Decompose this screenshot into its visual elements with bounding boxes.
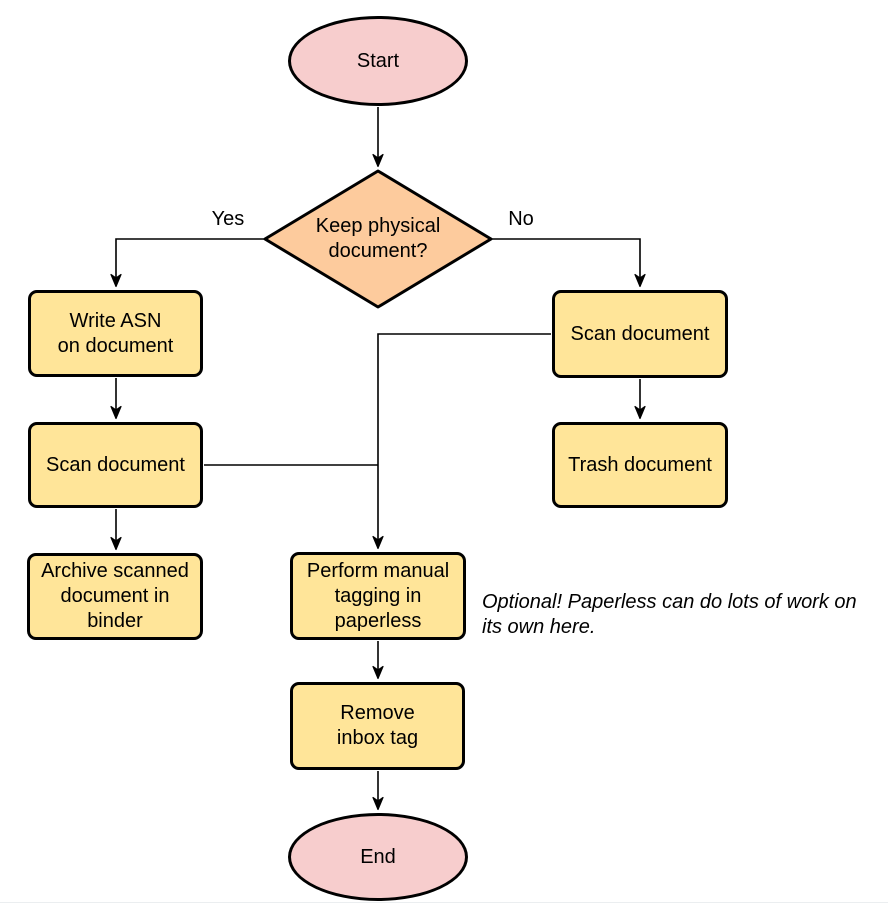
node-start: Start: [288, 16, 468, 106]
note-optional-paperless: Optional! Paperless can do lots of work …: [482, 591, 857, 638]
decision-diamond-shape: [263, 169, 493, 309]
node-decision: Keep physical document?: [268, 206, 488, 272]
node-scan-document-right: Scan document: [552, 290, 728, 378]
node-archive-scanned-document: Archive scanned document in binder: [27, 553, 203, 640]
edge-decision-yes-to-write-asn: [110, 238, 265, 288]
node-scan-document-left-label: Scan document: [46, 453, 185, 476]
node-tagging-label: Perform manual tagging in paperless: [306, 559, 450, 632]
edge-label-no: No: [508, 208, 534, 230]
node-write-asn-on-document: Write ASN on document: [28, 290, 203, 377]
node-scan-document-right-label: Scan document: [570, 322, 710, 345]
node-trash-document-label: Trash document: [568, 453, 712, 476]
node-write-asn-label: Write ASN on document: [57, 309, 174, 357]
bottom-divider: [0, 902, 888, 903]
node-scan-document-left: Scan document: [28, 422, 203, 508]
node-trash-document: Trash document: [552, 422, 728, 508]
node-decision-label: Keep physical document?: [315, 215, 441, 262]
node-archive-label: Archive scanned document in binder: [41, 560, 189, 632]
node-end: End: [288, 813, 468, 901]
node-remove-inbox-tag-label: Remove inbox tag: [336, 702, 419, 749]
node-start-label: Start: [356, 49, 400, 72]
node-remove-inbox-tag: Remove inbox tag: [290, 682, 465, 770]
edge-decision-no-to-scan-right: [491, 238, 646, 288]
node-end-label: End: [360, 845, 396, 868]
node-perform-manual-tagging: Perform manual tagging in paperless: [290, 552, 466, 640]
edge-label-yes: Yes: [211, 208, 245, 230]
edge-scan-right-to-tagging: [372, 333, 551, 550]
